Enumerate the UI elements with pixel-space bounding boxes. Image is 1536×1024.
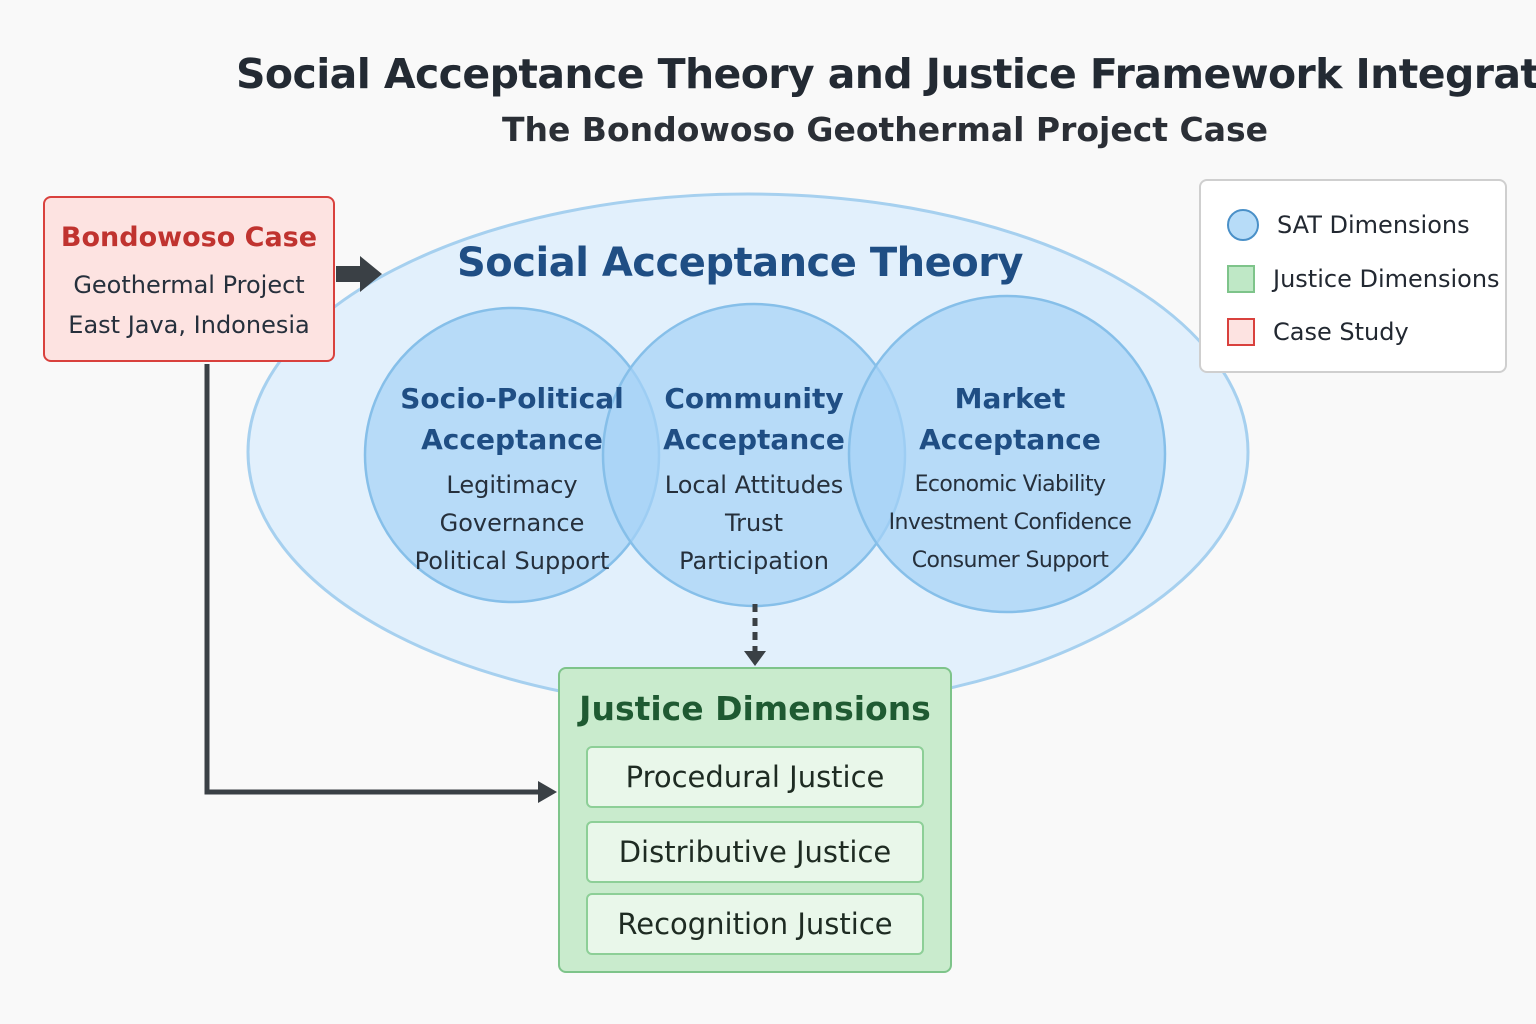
sat-label: Social Acceptance Theory xyxy=(456,240,1024,286)
justice-item-recognition: Recognition Justice xyxy=(586,893,924,955)
sat-circle-market-text: Market Acceptance Economic Viability Inv… xyxy=(878,378,1142,580)
socio-political-title-line-2: Acceptance xyxy=(421,423,603,456)
market-item: Investment Confidence xyxy=(888,510,1132,535)
community-item: Trust xyxy=(724,509,784,537)
legend-item-sat: SAT Dimensions xyxy=(1227,208,1470,242)
legend-label: Case Study xyxy=(1273,318,1409,346)
justice-item-distributive: Distributive Justice xyxy=(586,821,924,883)
community-title-line-1: Community xyxy=(664,382,844,415)
justice-dimensions-title: Justice Dimensions xyxy=(579,689,931,728)
case-study-box: Bondowoso Case Geothermal Project East J… xyxy=(43,196,335,362)
case-to-sat-arrow xyxy=(336,256,382,292)
legend-circle-swatch xyxy=(1227,209,1259,241)
legend-item-case: Case Study xyxy=(1227,315,1409,349)
community-item: Participation xyxy=(679,547,829,575)
diagram-title: Social Acceptance Theory and Justice Fra… xyxy=(236,50,1536,98)
sat-circle-market xyxy=(847,294,1167,614)
market-item: Consumer Support xyxy=(911,548,1109,573)
case-study-line: Geothermal Project xyxy=(73,271,305,299)
case-study-line: East Java, Indonesia xyxy=(68,311,310,339)
legend-green-swatch xyxy=(1227,265,1255,293)
case-study-title: Bondowoso Case xyxy=(60,222,318,253)
community-title-line-2: Acceptance xyxy=(663,423,845,456)
community-to-justice-dashed-arrow xyxy=(744,604,766,666)
community-item: Local Attitudes xyxy=(664,471,844,499)
justice-dimensions-box: Justice Dimensions Procedural Justice Di… xyxy=(558,667,952,973)
sat-circle-community-text: Community Acceptance Local Attitudes Tru… xyxy=(634,378,874,580)
legend-red-swatch xyxy=(1227,318,1255,346)
legend-label: Justice Dimensions xyxy=(1273,265,1500,293)
socio-political-title-line-1: Socio-Political xyxy=(400,382,624,415)
market-title-line-2: Acceptance xyxy=(919,423,1101,456)
socio-political-item: Legitimacy xyxy=(446,471,578,499)
legend: SAT Dimensions Justice Dimensions Case S… xyxy=(1199,179,1507,373)
justice-item-procedural: Procedural Justice xyxy=(586,746,924,808)
legend-label: SAT Dimensions xyxy=(1277,211,1470,239)
socio-political-item: Governance xyxy=(439,509,585,537)
market-title-line-1: Market xyxy=(954,382,1066,415)
legend-item-justice: Justice Dimensions xyxy=(1227,262,1500,296)
diagram-subtitle: The Bondowoso Geothermal Project Case xyxy=(501,110,1269,149)
sat-circle-socio-political-text: Socio-Political Acceptance Legitimacy Go… xyxy=(392,378,632,580)
market-item: Economic Viability xyxy=(914,472,1106,497)
case-to-justice-connector xyxy=(204,364,557,803)
socio-political-item: Political Support xyxy=(414,547,610,575)
